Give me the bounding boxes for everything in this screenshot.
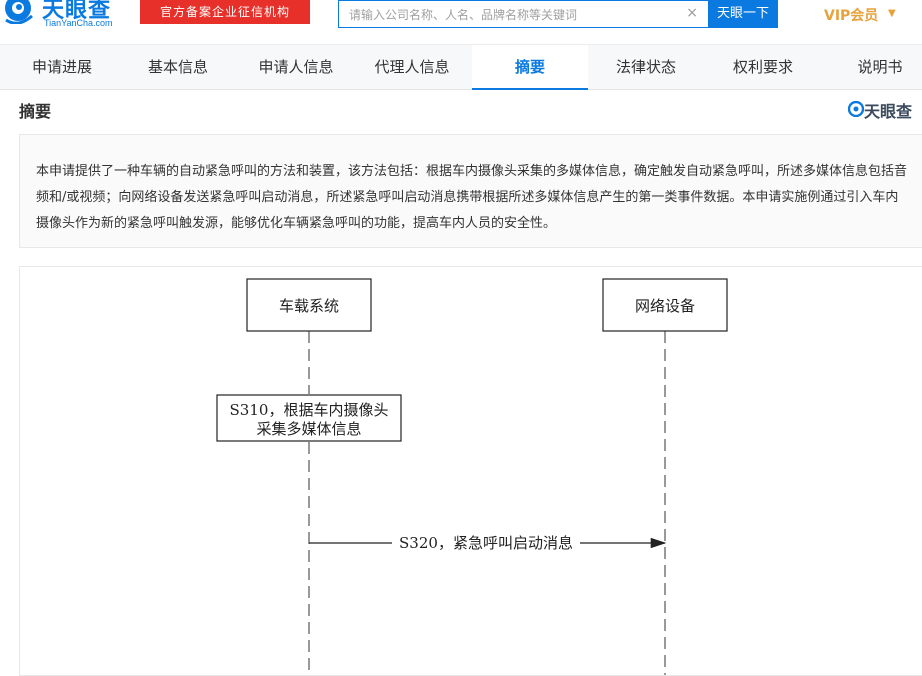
abstract-box: 本申请提供了一种车辆的自动紧急呼叫的方法和装置，该方法包括：根据车内摄像头采集的… bbox=[19, 134, 922, 248]
logo-text: 天眼查 bbox=[42, 0, 112, 23]
logo-domain: TianYanCha.com bbox=[44, 18, 113, 28]
participant-label-network: 网络设备 bbox=[635, 297, 695, 315]
tianyancha-mini-icon bbox=[848, 101, 864, 117]
tab-description[interactable]: 说明书 bbox=[857, 58, 903, 76]
step-label-s310-line2: 采集多媒体信息 bbox=[256, 420, 361, 438]
caret-down-icon[interactable]: ▼ bbox=[888, 8, 896, 19]
search-button[interactable]: 天眼一下 bbox=[708, 0, 778, 28]
abstract-text: 本申请提供了一种车辆的自动紧急呼叫的方法和装置，该方法包括：根据车内摄像头采集的… bbox=[36, 164, 908, 231]
participant-box-network bbox=[602, 278, 728, 332]
tab-application-progress[interactable]: 申请进展 bbox=[31, 58, 92, 76]
participant-label-vehicle: 车载系统 bbox=[279, 297, 339, 315]
search-input[interactable] bbox=[347, 4, 681, 26]
tab-legal-status[interactable]: 法律状态 bbox=[615, 58, 676, 76]
site-logo[interactable]: 天眼查 TianYanCha.com bbox=[0, 0, 134, 28]
message-label-s320: S320，紧急呼叫启动消息 bbox=[399, 534, 573, 552]
clear-icon[interactable]: × bbox=[686, 5, 698, 21]
patent-tabs: 申请进展 基本信息 申请人信息 代理人信息 摘要 法律状态 权利要求 说明书 bbox=[0, 44, 922, 90]
section-title: 摘要 bbox=[19, 102, 52, 121]
participant-box-vehicle bbox=[246, 278, 372, 332]
search-box: × bbox=[338, 0, 708, 28]
tab-basic-info[interactable]: 基本信息 bbox=[147, 58, 208, 76]
tianyancha-logo-icon bbox=[5, 0, 33, 24]
step-label-s310-line1: S310，根据车内摄像头 bbox=[230, 401, 389, 419]
tab-agent-info[interactable]: 代理人信息 bbox=[374, 58, 450, 76]
step-box-s310 bbox=[216, 394, 402, 442]
sequence-diagram: 车载系统 网络设备 S310，根据车内摄像头 采集多媒体信息 S320，紧急呼叫… bbox=[216, 278, 728, 675]
tab-abstract[interactable]: 摘要 bbox=[472, 45, 588, 90]
vip-member-link[interactable]: VIP会员 bbox=[824, 8, 879, 24]
tab-claims[interactable]: 权利要求 bbox=[732, 58, 793, 76]
tab-applicant-info[interactable]: 申请人信息 bbox=[258, 58, 334, 76]
watermark-text: 天眼查 bbox=[864, 102, 913, 121]
top-bar: 天眼查 TianYanCha.com 官方备案企业征信机构 × 天眼一下 VIP… bbox=[0, 0, 922, 30]
certification-badge: 官方备案企业征信机构 bbox=[140, 0, 310, 24]
watermark-logo: 天眼查 bbox=[848, 99, 922, 121]
abstract-drawing: 车载系统 网络设备 S310，根据车内摄像头 采集多媒体信息 S320，紧急呼叫… bbox=[19, 266, 922, 676]
